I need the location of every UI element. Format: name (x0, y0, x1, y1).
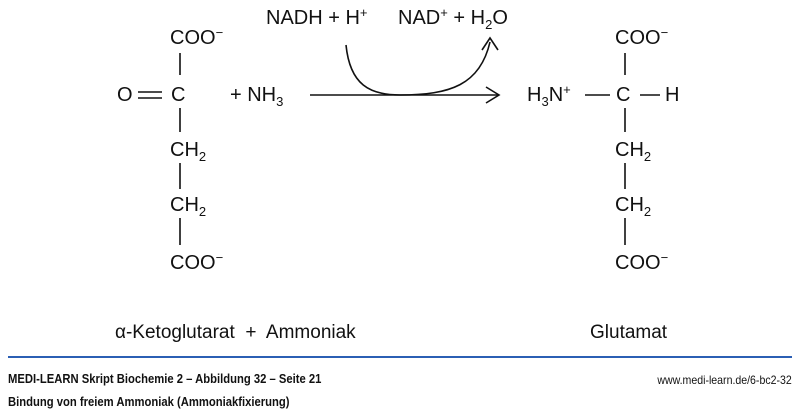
divider-rule (8, 356, 792, 358)
substrate-carbon: C (171, 84, 186, 106)
cofactor-curve-arrow (345, 41, 491, 96)
product-ammonium: H3N+ (527, 82, 571, 109)
product-carbon: C (616, 84, 631, 106)
substrate-top-carboxylate: COO− (170, 25, 224, 49)
curve-arrowhead (481, 36, 499, 51)
substrate-ch2-1: CH2 (170, 139, 207, 164)
substrate-ch2-2: CH2 (170, 194, 207, 219)
footer-title: MEDI-LEARN Skript Biochemie 2 – Abbildun… (8, 372, 322, 386)
product-bottom-carboxylate: COO− (615, 250, 669, 274)
product-ch2-1: CH2 (615, 139, 652, 164)
product-hydrogen: H (665, 84, 680, 106)
footer-url[interactable]: www.medi-learn.de/6-bc2-32 (657, 373, 792, 387)
product-ch2-2: CH2 (615, 194, 652, 219)
cofactor-nadh: NADH + H+ (266, 5, 368, 29)
footer-caption: Bindung von freiem Ammoniak (Ammoniakfix… (8, 395, 290, 409)
substrate-oxygen: O (117, 84, 133, 106)
product-top-carboxylate: COO− (615, 25, 669, 49)
product-label: Glutamat (590, 322, 668, 343)
substrate-bottom-carboxylate: COO− (170, 250, 224, 274)
ammonia: + NH3 (230, 84, 284, 109)
arrowhead (485, 86, 501, 104)
cofactor-nad: NAD+ + H2O (398, 5, 508, 32)
substrate-label: α-Ketoglutarat + Ammoniak (115, 322, 356, 343)
